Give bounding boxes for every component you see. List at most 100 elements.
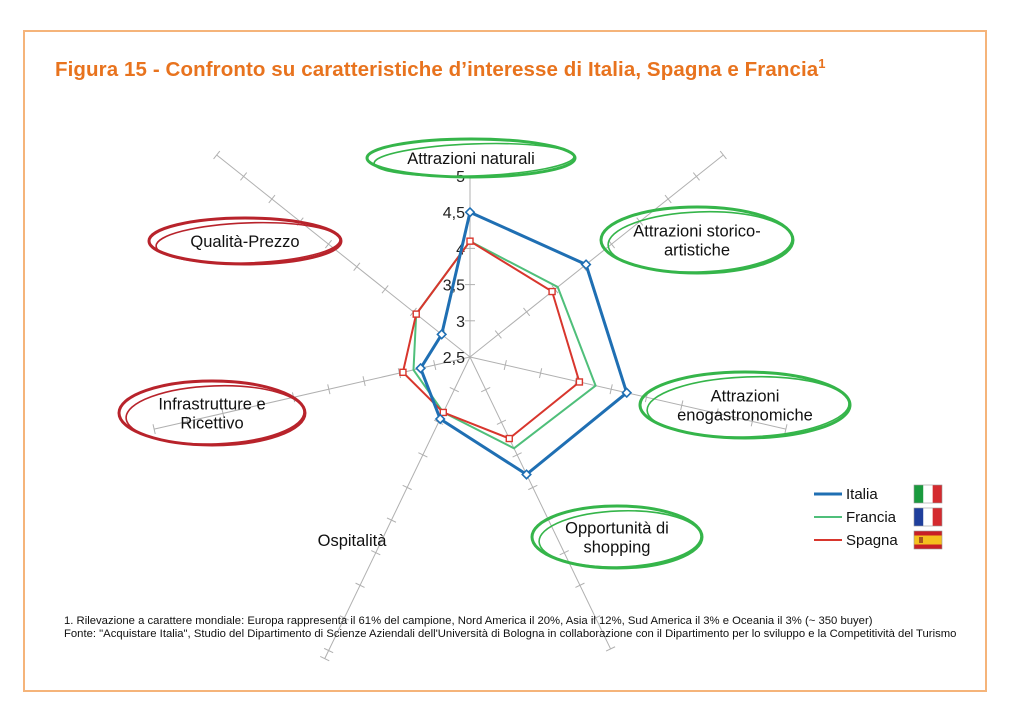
axis-category-label: Infrastrutture e [158,396,265,414]
axis-tick-mark [750,416,754,427]
data-point-italia [434,413,446,425]
flag-stripe [923,508,933,526]
label-highlight-ellipse [125,384,305,445]
axis-tick-mark [608,239,616,249]
axis-tick-mark [575,582,585,588]
axis-tick-mark [609,384,613,395]
axis-end-mark [213,150,221,160]
axis-end-mark [784,424,788,435]
legend-label-spagna: Spagna [846,532,898,549]
data-point-italia [415,362,426,374]
axis-tick-mark [402,484,412,491]
axis-category-label: Attrazioni storico- [633,223,760,241]
legend-label-italia: Italia [846,486,878,503]
flag-emblem [919,537,923,543]
axis-line-4 [324,356,471,659]
axis-tick-mark [327,384,331,395]
axis-tick-mark [386,517,397,523]
chart-title: Figura 15 - Confronto su caratteristiche… [55,56,995,82]
axis-tick-mark [433,360,437,371]
footnote-survey: 1. Rilevazione a carattere mondiale: Eur… [64,615,873,627]
flag-stripe [932,508,942,526]
label-highlight-ellipse [538,509,702,568]
axis-tick-mark [449,386,460,393]
title-footnote-marker: 1 [818,56,826,71]
axis-tick-mark [523,307,531,317]
axis-tick-mark [353,262,361,271]
axis-tick-mark [692,172,700,181]
axis-end-mark [152,424,156,435]
axis-end-mark [605,646,616,652]
flag-es-icon [913,530,943,550]
axis-line-1 [469,154,724,358]
axis-tick-mark [503,360,507,371]
axis-category-label: Attrazioni [711,388,780,406]
axis-category-label: shopping [584,539,651,557]
series-line-italia [418,210,629,477]
legend-label-francia: Francia [846,509,897,526]
axis-category-label: Qualità-Prezzo [190,233,299,251]
data-point-italia [436,329,448,340]
axis-tick-mark [512,452,522,458]
axis-tick-mark [381,285,389,294]
axis-tick-mark [480,386,491,393]
axis-tick-mark [240,172,248,181]
axis-tick-mark [371,550,381,556]
axis-category-label: Ricettivo [180,415,243,433]
label-highlight-ellipse [155,221,341,264]
flag-it-icon [913,484,943,504]
data-point-italia [621,387,633,399]
axis-tick-mark [339,615,350,621]
axis-tick-mark [186,416,190,427]
data-point-spagna [548,287,556,296]
axis-tick-mark [268,194,276,204]
data-point-spagna [575,378,584,386]
flag-border [913,530,943,550]
data-point-italia [580,259,592,270]
radial-tick-label: 4,5 [443,205,465,222]
radar-series [399,206,633,480]
axis-tick-mark [221,408,225,419]
data-point-spagna [505,434,513,443]
data-point-spagna [399,368,407,377]
axis-tick-mark [559,550,569,556]
flag-border [913,484,943,504]
radial-tick-label: 2,5 [443,350,465,367]
flag-stripe [932,485,942,503]
axis-category-label: Ospitalità [318,532,388,550]
label-highlight-ellipse [147,216,343,266]
flag-fr-icon [913,507,943,527]
data-point-spagna [412,310,420,318]
flag-border [913,507,943,527]
axis-line-6 [216,154,471,358]
label-highlight-ellipse [607,210,793,273]
axis-tick-mark [680,400,684,411]
axis-tick-mark [355,582,365,588]
axis-line-3 [469,356,612,650]
radial-tick-labels: 2,533,544,55 [443,169,465,367]
flag-stripe [914,535,942,545]
series-line-spagna [401,239,581,440]
axis-tick-mark [590,615,601,621]
flag-stripe [914,485,924,503]
axis-category-label: enogastronomiche [677,407,813,425]
data-point-spagna [466,237,474,245]
data-point-spagna [439,408,447,417]
axis-tick-mark [494,330,502,339]
label-highlight-ellipse [646,375,850,438]
flag-stripe [914,508,924,526]
axis-tick-mark [323,647,334,654]
footnotes: 1. Rilevazione a carattere mondiale: Eur… [64,615,964,641]
axis-tick-mark [528,484,538,491]
flag-stripe [923,485,933,503]
label-highlight-ellipse [365,137,577,179]
axis-category-label: Opportunità di [565,520,669,538]
axis-tick-mark [496,419,507,425]
axis-tick-mark [324,239,332,249]
radial-tick-label: 3 [456,314,465,331]
label-highlight-ellipse [638,370,852,440]
axis-end-mark [719,150,727,160]
